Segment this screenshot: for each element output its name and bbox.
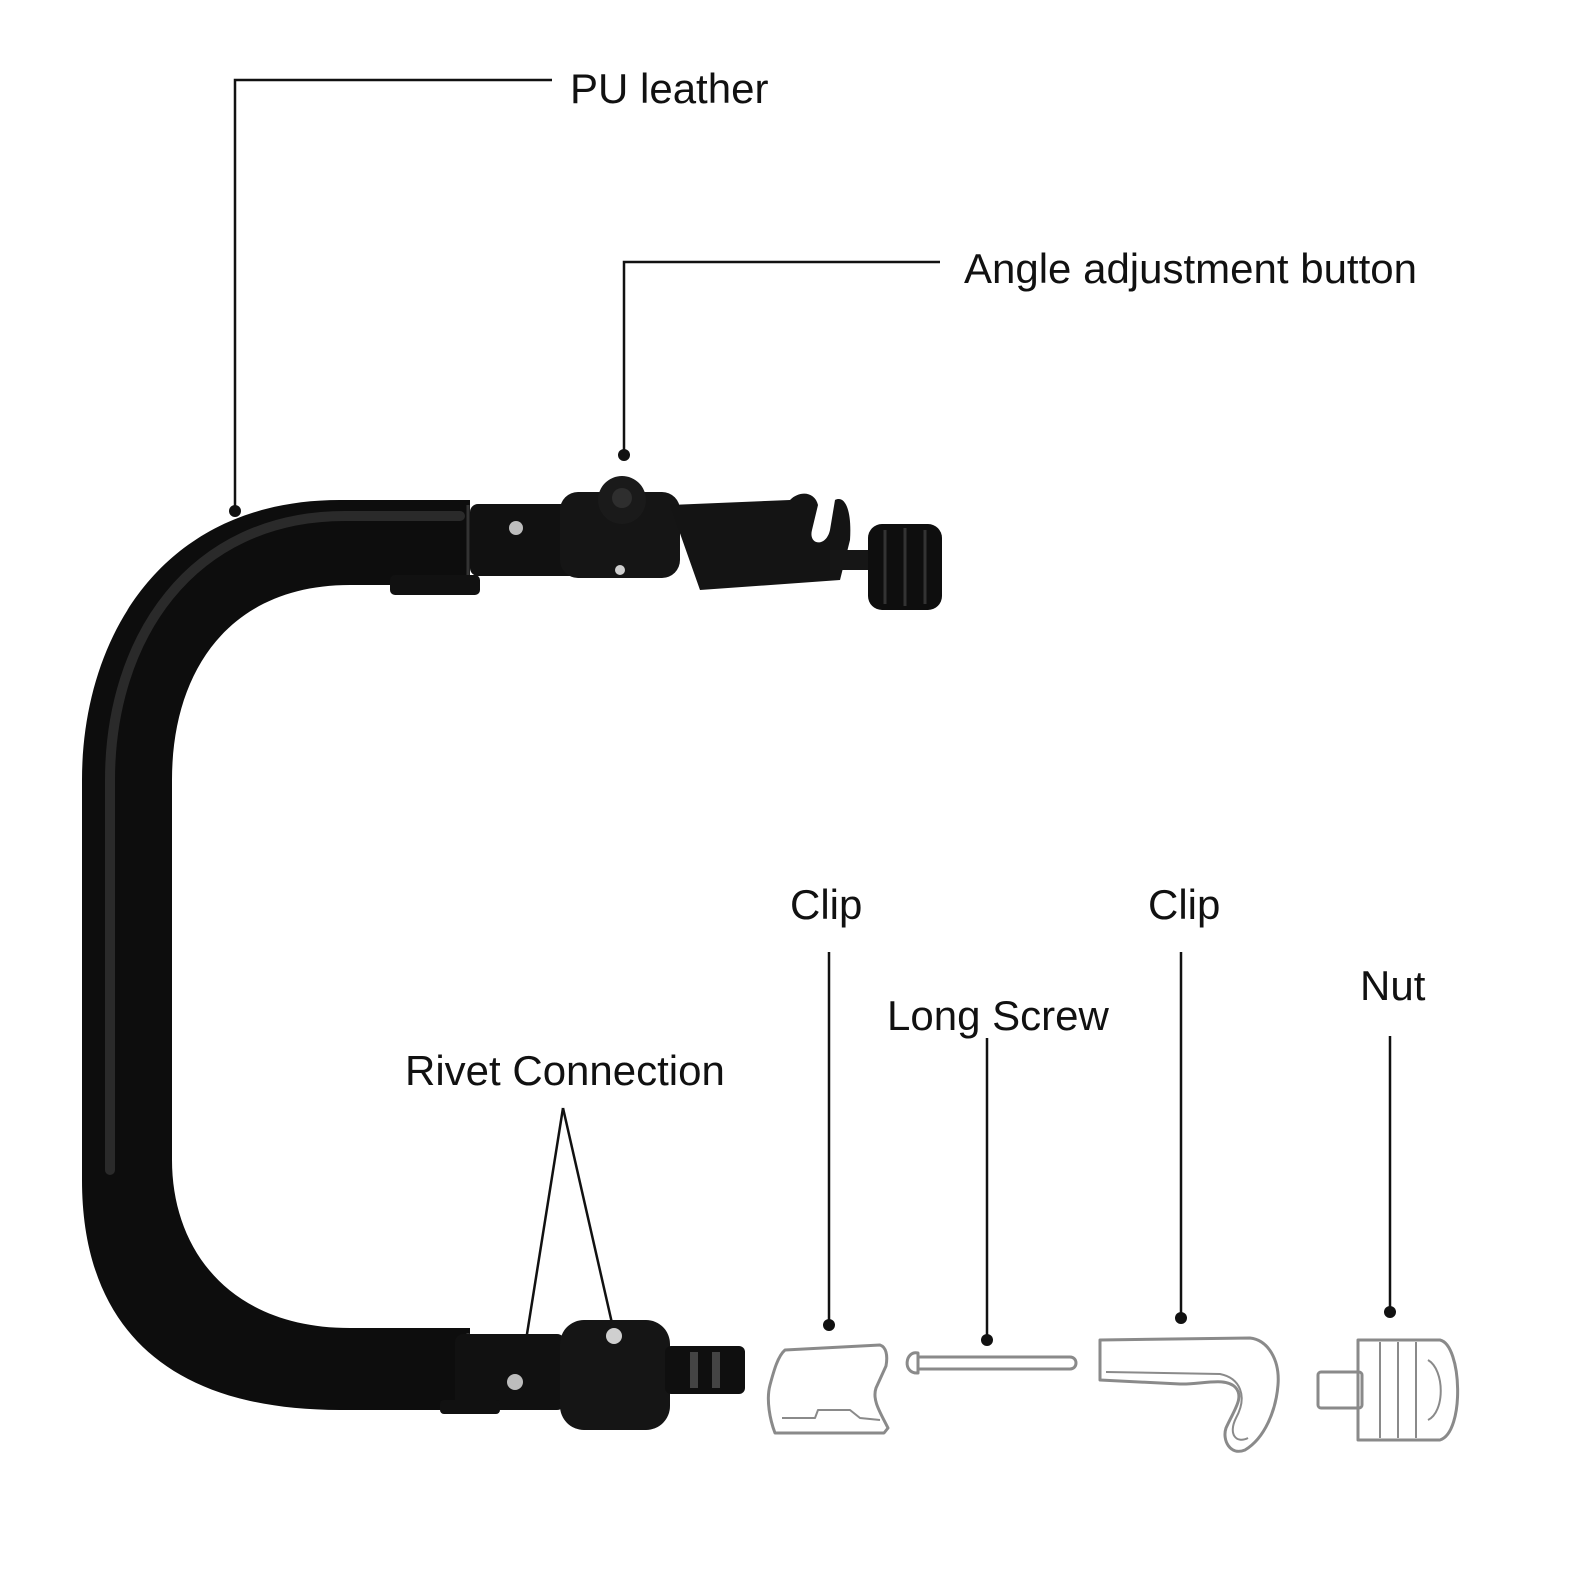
nut-part [1316,1338,1460,1442]
bar-highlight [105,511,465,1175]
dot-clip-left [823,1319,835,1331]
dot-angle-button [618,449,630,461]
label-pu-leather: PU leather [570,65,769,112]
bar-body [82,500,470,1410]
label-nut: Nut [1360,962,1426,1009]
dot-nut [1384,1306,1396,1318]
label-angle-adjustment-button: Angle adjustment button [964,245,1417,292]
label-clip-left: Clip [790,881,863,928]
dot-clip-right [1175,1312,1187,1324]
long-screw-part [916,1355,1078,1371]
exploded-parts [766,1336,1460,1453]
leader-pu-leather [233,78,552,510]
clip-right-part [1098,1336,1280,1453]
angle-button-icon [612,488,632,508]
leader-rivet-a [518,1107,565,1379]
clip-left-part [766,1343,890,1435]
bottom-joint [440,1320,745,1430]
bumper-bar [82,476,942,1430]
bottom-rivet-icon [507,1374,523,1390]
top-rivet-icon [509,521,523,535]
dot-long-screw [981,1334,993,1346]
label-rivet-connection: Rivet Connection [405,1047,725,1094]
label-long-screw: Long Screw [887,992,1109,1039]
top-joint [390,476,942,610]
top-clip-hook [670,493,851,590]
leader-lines [233,78,1392,1379]
leader-rivet-b [561,1107,616,1333]
dot-pu-leather [229,505,241,517]
leader-dots [229,449,1396,1346]
label-clip-right: Clip [1148,881,1221,928]
leader-angle-button [622,260,940,454]
